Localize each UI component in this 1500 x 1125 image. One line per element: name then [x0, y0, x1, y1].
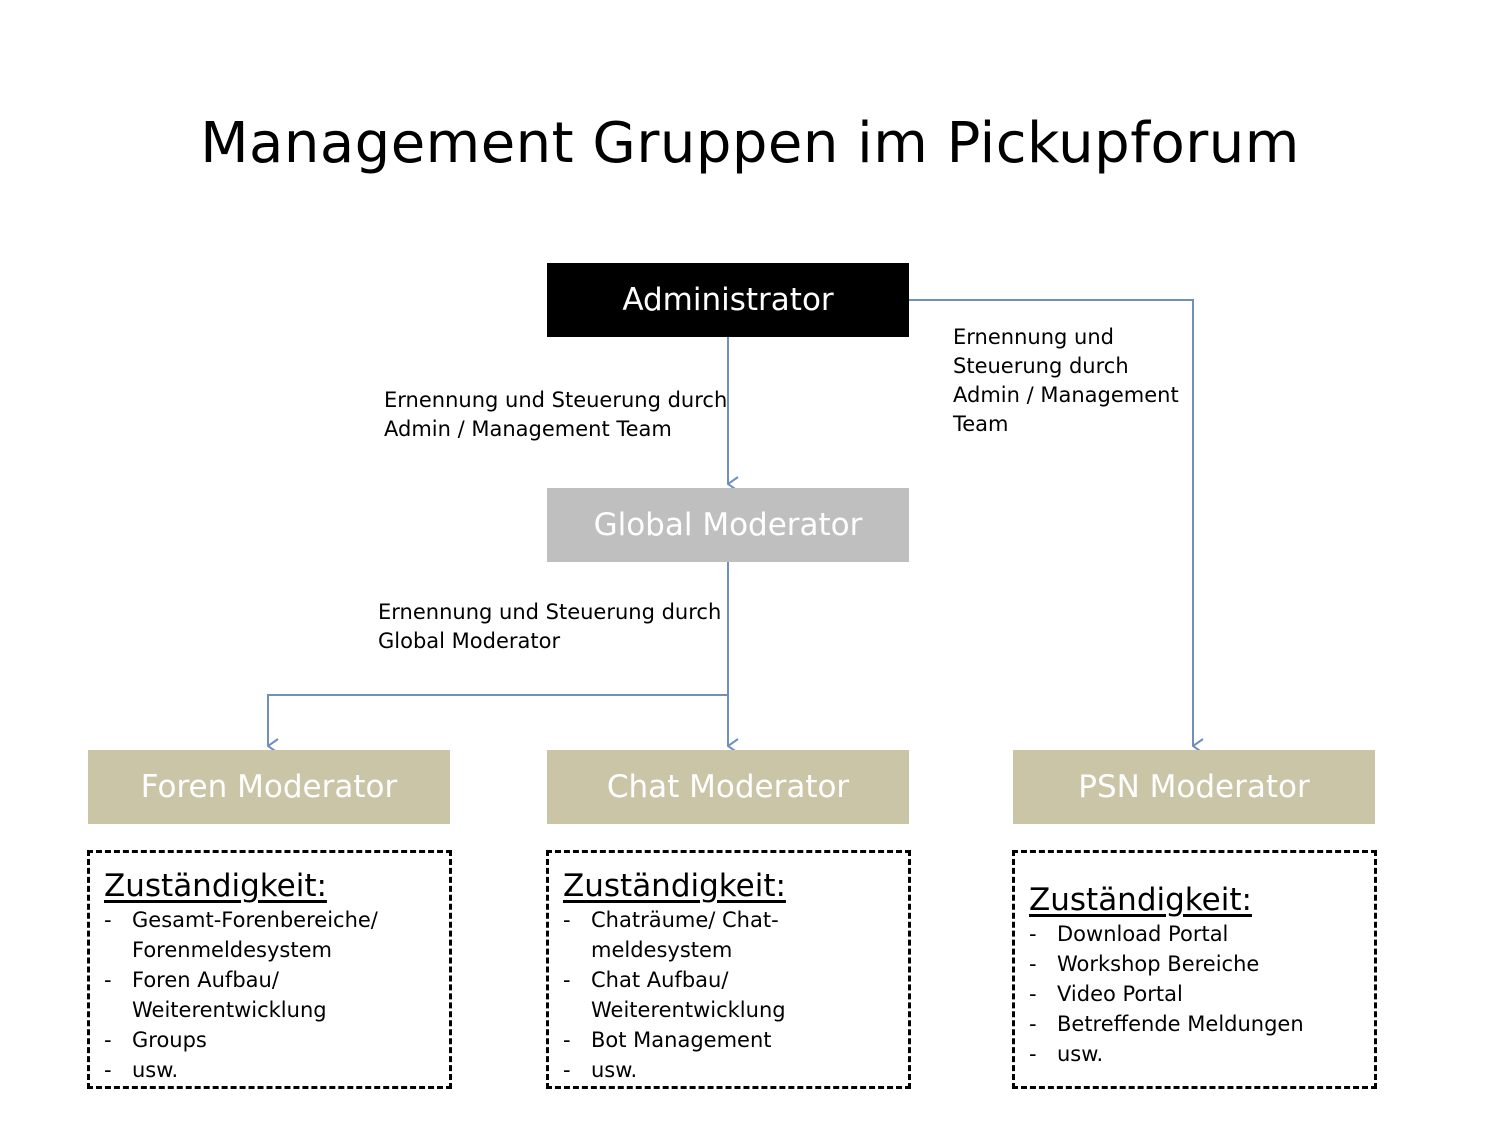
edge-label-line: Team	[953, 412, 1009, 436]
node-administrator: Administrator	[547, 263, 909, 337]
duty-item-line: Bot Management	[591, 1028, 772, 1052]
duty-item-line: usw.	[132, 1058, 179, 1082]
duty-heading: Zuständigkeit:	[1029, 882, 1252, 918]
edge-label-line: Admin / Management Team	[384, 417, 672, 441]
node-foren-moderator-label: Foren Moderator	[140, 769, 398, 805]
duty-item-line: Video Portal	[1057, 982, 1183, 1006]
duty-item: usw.	[563, 1055, 898, 1085]
duty-item: usw.	[104, 1055, 439, 1085]
duty-item-line: Groups	[132, 1028, 207, 1052]
duty-item-line: Chaträume/ Chat-	[591, 908, 779, 932]
node-chat-moderator-label: Chat Moderator	[606, 769, 850, 805]
duty-item-line: usw.	[1057, 1042, 1104, 1066]
duty-box-psn: Zuständigkeit: Download Portal Workshop …	[1012, 850, 1377, 1089]
edge-label-line: Ernennung und	[953, 325, 1114, 349]
duty-item-line: Weiterentwicklung	[591, 998, 786, 1022]
duty-box-chat: Zuständigkeit: Chaträume/ Chat- meldesys…	[546, 850, 911, 1089]
duty-item: Download Portal	[1029, 919, 1364, 949]
duty-item-line: Betreffende Meldungen	[1057, 1012, 1304, 1036]
duty-item: Groups	[104, 1025, 439, 1055]
duty-list: Gesamt-Forenbereiche/ Forenmeldesystem F…	[104, 905, 439, 1085]
edge-label-line: Global Moderator	[378, 629, 561, 653]
duty-item-line: Weiterentwicklung	[132, 998, 327, 1022]
duty-list: Download Portal Workshop Bereiche Video …	[1029, 919, 1364, 1069]
duty-heading: Zuständigkeit:	[563, 868, 786, 904]
connector-admin-to-psn	[909, 299, 1193, 746]
node-global-moderator-label: Global Moderator	[593, 507, 863, 543]
duty-item: Foren Aufbau/ Weiterentwicklung	[104, 965, 439, 1025]
node-psn-moderator: PSN Moderator	[1013, 750, 1375, 824]
duty-item: usw.	[1029, 1039, 1364, 1069]
node-chat-moderator: Chat Moderator	[547, 750, 909, 824]
duty-heading: Zuständigkeit:	[104, 868, 327, 904]
page-title: Management Gruppen im Pickupforum	[200, 111, 1300, 176]
duty-item-line: Forenmeldesystem	[132, 938, 332, 962]
duty-item-line: Foren Aufbau/	[132, 968, 279, 992]
duty-item-line: Workshop Bereiche	[1057, 952, 1260, 976]
duty-item: Chaträume/ Chat- meldesystem	[563, 905, 898, 965]
duty-item: Workshop Bereiche	[1029, 949, 1364, 979]
duty-item: Bot Management	[563, 1025, 898, 1055]
duty-item: Betreffende Meldungen	[1029, 1009, 1364, 1039]
edge-label-line: Steuerung durch	[953, 354, 1129, 378]
duty-item-line: Chat Aufbau/	[591, 968, 729, 992]
duty-item-line: Download Portal	[1057, 922, 1229, 946]
edge-label-admin-to-global: Ernennung und Steuerung durch Admin / Ma…	[384, 386, 727, 444]
duty-item: Chat Aufbau/ Weiterentwicklung	[563, 965, 898, 1025]
node-psn-moderator-label: PSN Moderator	[1078, 769, 1310, 805]
duty-item-line: meldesystem	[591, 938, 733, 962]
node-global-moderator: Global Moderator	[547, 488, 909, 562]
duty-item: Gesamt-Forenbereiche/ Forenmeldesystem	[104, 905, 439, 965]
edge-label-admin-to-psn: Ernennung und Steuerung durch Admin / Ma…	[953, 323, 1179, 439]
duty-list: Chaträume/ Chat- meldesystem Chat Aufbau…	[563, 905, 898, 1085]
edge-label-line: Admin / Management	[953, 383, 1179, 407]
duty-box-foren: Zuständigkeit: Gesamt-Forenbereiche/ For…	[87, 850, 452, 1089]
node-administrator-label: Administrator	[622, 282, 834, 318]
edge-label-line: Ernennung und Steuerung durch	[378, 600, 722, 624]
node-foren-moderator: Foren Moderator	[88, 750, 450, 824]
connector-global-to-foren	[267, 694, 728, 746]
duty-item-line: Gesamt-Forenbereiche/	[132, 908, 378, 932]
edge-label-line: Ernennung und Steuerung durch	[384, 388, 728, 412]
duty-item: Video Portal	[1029, 979, 1364, 1009]
edge-label-global-to-moderators: Ernennung und Steuerung durch Global Mod…	[378, 598, 721, 656]
duty-item-line: usw.	[591, 1058, 638, 1082]
